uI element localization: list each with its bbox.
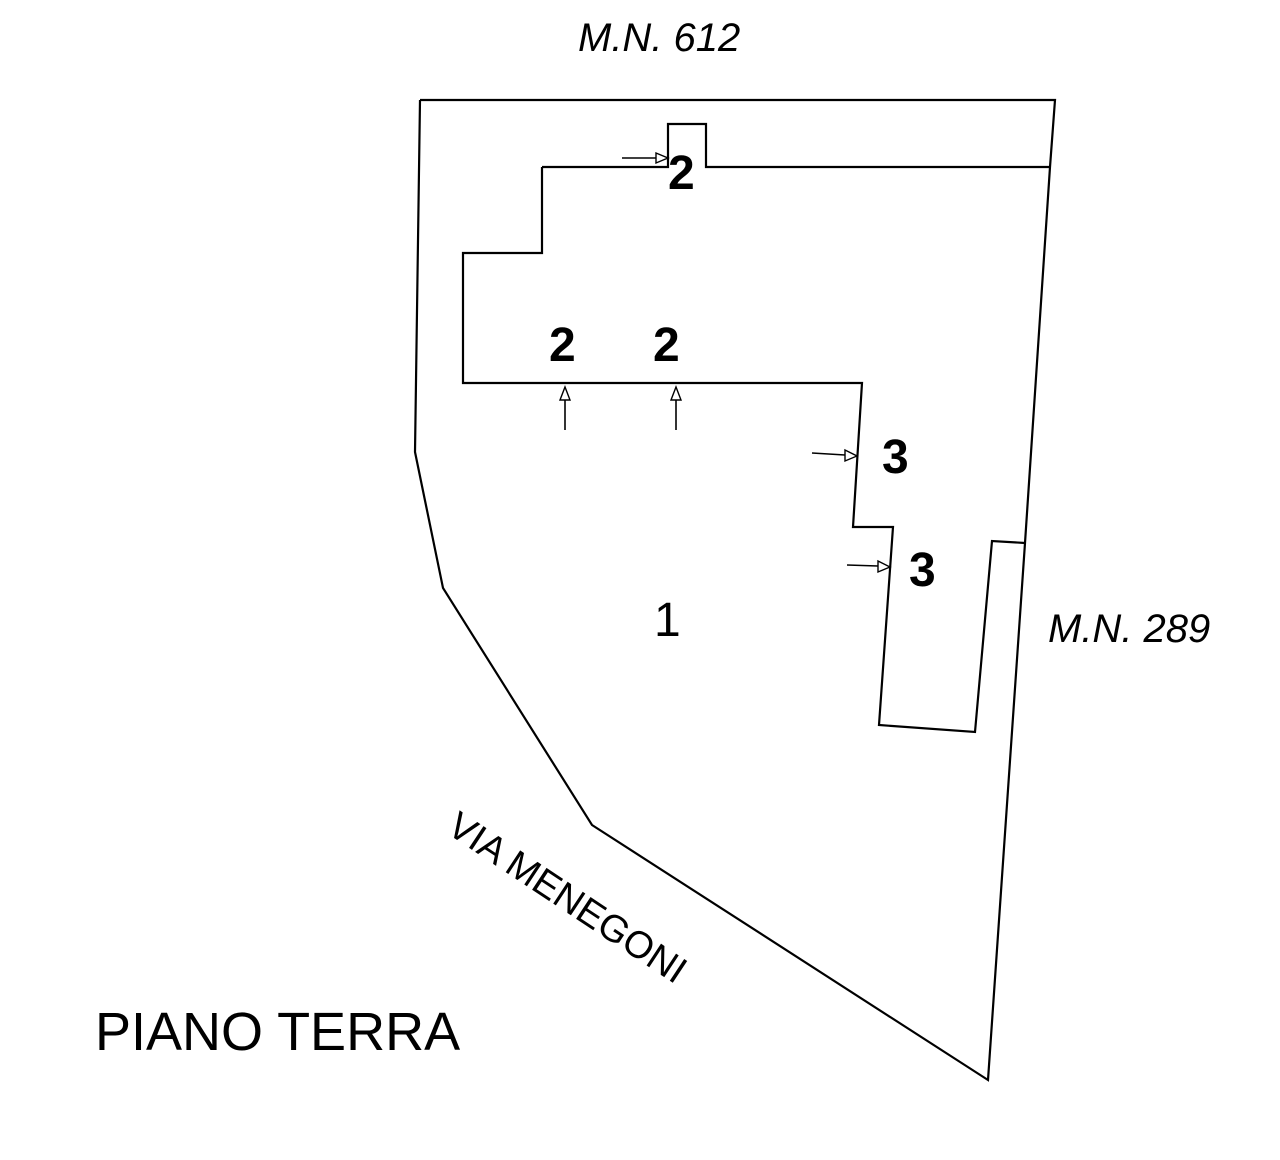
property-boundary: [413, 98, 1057, 1082]
unit-label-right-upper: 3: [882, 431, 909, 484]
unit-label-right-lower: 3: [909, 544, 936, 597]
entrance-arrow-left: [558, 385, 572, 430]
floor-title: PIANO TERRA: [95, 1002, 460, 1062]
unit-label-top: 2: [668, 147, 695, 200]
entrance-arrow-middle: [669, 385, 683, 430]
unit-label-main: 1: [654, 594, 681, 647]
entrance-arrow-right-upper: [811, 448, 859, 463]
top-notch: [542, 122, 1050, 169]
neighbor-top-label: M.N. 612: [578, 16, 740, 60]
entrance-arrow-right-lower: [846, 559, 892, 574]
unit-label-left: 2: [549, 319, 576, 372]
neighbor-right-label: M.N. 289: [1048, 607, 1210, 651]
entrance-arrow-top: [622, 151, 670, 165]
unit-label-middle: 2: [653, 319, 680, 372]
top-strip-line: [461, 167, 1026, 734]
street-label: VIA MENEGONI: [440, 804, 694, 992]
